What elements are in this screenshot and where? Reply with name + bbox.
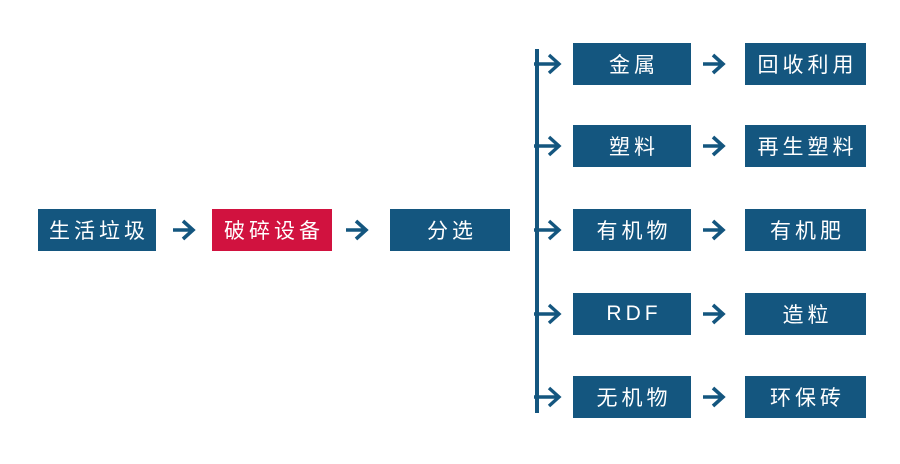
arrow-right-icon — [534, 219, 562, 241]
node-inorganic-matter: 无机物 — [573, 376, 691, 418]
arrow-right-icon — [703, 303, 726, 325]
arrow-right-icon — [173, 219, 196, 241]
node-organic-matter: 有机物 — [573, 209, 691, 251]
node-recycled-plastic: 再生塑料 — [745, 125, 866, 167]
arrow-right-icon — [534, 135, 562, 157]
branch-row-rdf: RDF 造粒 — [0, 293, 900, 335]
branch-row-organic: 有机物 有机肥 — [0, 209, 900, 251]
node-granulation: 造粒 — [745, 293, 866, 335]
arrow-right-icon — [703, 135, 726, 157]
arrow-right-icon — [534, 303, 562, 325]
node-eco-brick: 环保砖 — [745, 376, 866, 418]
node-household-waste: 生活垃圾 — [38, 209, 156, 251]
node-sorting: 分选 — [390, 209, 510, 251]
branch-row-plastic: 塑料 再生塑料 — [0, 125, 900, 167]
node-metal: 金属 — [573, 43, 691, 85]
arrow-right-icon — [534, 386, 562, 408]
node-plastic: 塑料 — [573, 125, 691, 167]
arrow-right-icon — [346, 219, 369, 241]
arrow-right-icon — [703, 53, 726, 75]
arrow-right-icon — [534, 53, 562, 75]
branch-row-metal: 金属 回收利用 — [0, 43, 900, 85]
node-rdf: RDF — [573, 293, 691, 335]
arrow-right-icon — [703, 386, 726, 408]
node-recycling: 回收利用 — [745, 43, 866, 85]
arrow-right-icon — [703, 219, 726, 241]
node-organic-fertilizer: 有机肥 — [745, 209, 866, 251]
branch-row-inorganic: 无机物 环保砖 — [0, 376, 900, 418]
node-crushing-equipment: 破碎设备 — [212, 209, 332, 251]
